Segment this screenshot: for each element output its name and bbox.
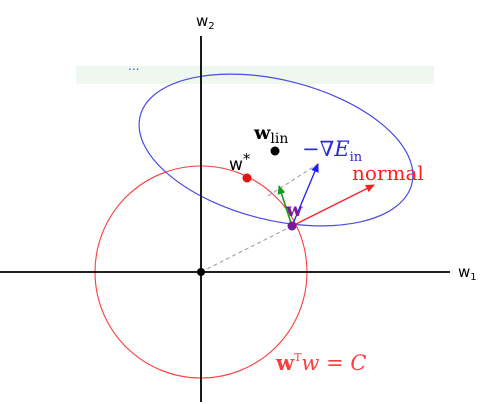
projected-gradient-arrow [277, 185, 293, 227]
normal-label: normal [352, 161, 424, 185]
w-lin-label: wlin [253, 122, 288, 147]
error-contour-ellipse [138, 73, 414, 227]
normal-arrow [291, 184, 375, 227]
negative-gradient-arrow [291, 163, 319, 227]
x-axis-label: w1 [458, 263, 477, 283]
w-point [287, 221, 297, 231]
w-star-label: w* [229, 150, 251, 175]
origin-to-w-dashed [200, 225, 293, 273]
constraint-label: wTw = C [275, 350, 366, 375]
y-axis-label: w2 [196, 12, 215, 32]
negative-gradient-label: −∇Ein [302, 137, 363, 165]
w-label: w [285, 199, 303, 221]
ellipse-dots: ... [128, 59, 139, 73]
w-lin-point [270, 146, 280, 156]
vector-sum-dashed [267, 163, 319, 197]
origin-point [197, 268, 205, 276]
w-star-point [242, 173, 252, 183]
